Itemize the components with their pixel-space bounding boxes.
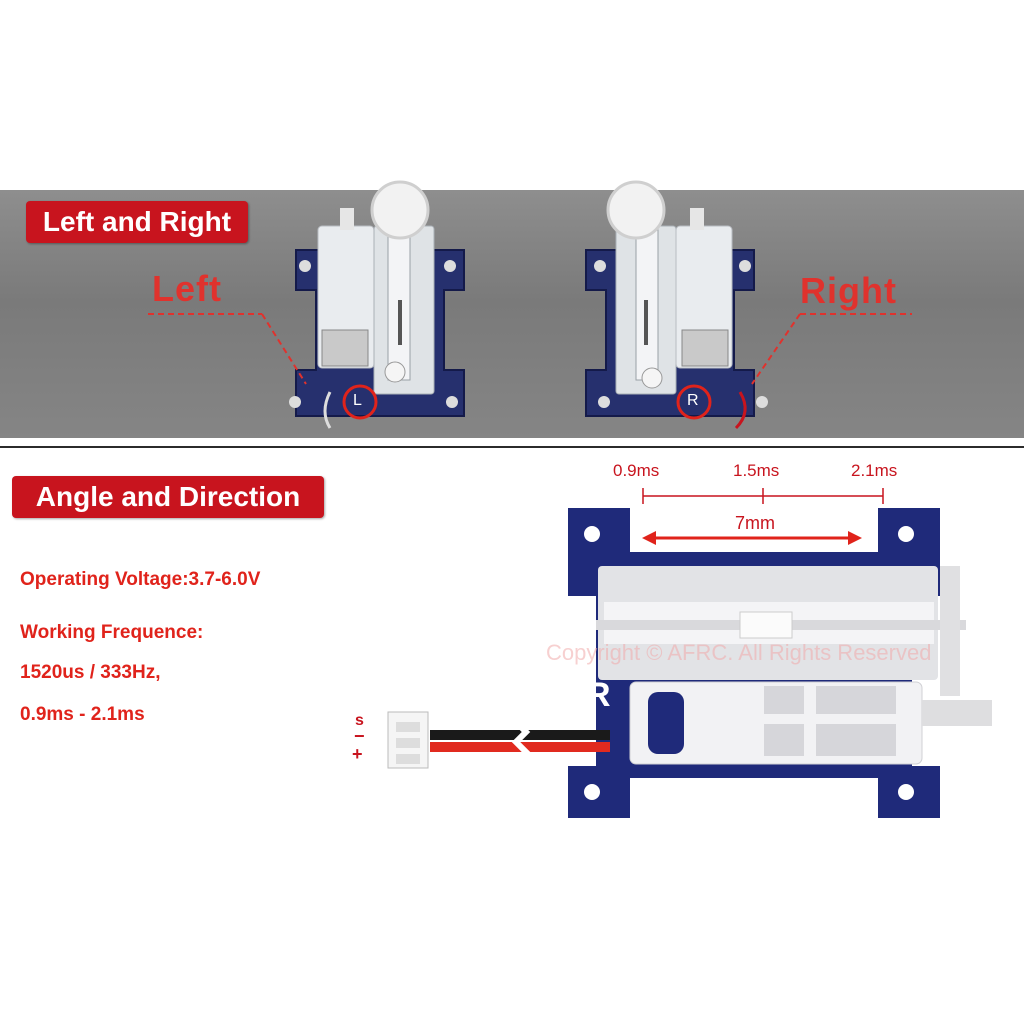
left-servo-image [289, 180, 465, 429]
positive-wire-label: + [352, 744, 363, 764]
copyright-watermark: Copyright © AFRC. All Rights Reserved [546, 640, 932, 665]
signal-wire-label: s [355, 712, 364, 729]
board-marker-text: R [586, 676, 611, 714]
servo-diagram [387, 488, 992, 818]
negative-wire-label: − [354, 726, 365, 746]
left-marker-text: L [353, 392, 362, 409]
left-callout-text: Left [152, 268, 222, 309]
left-callout-line [148, 313, 307, 385]
right-marker-circle [676, 384, 712, 420]
right-marker-text: R [687, 392, 699, 409]
right-callout-line [751, 313, 912, 385]
right-callout-text: Right [800, 270, 897, 311]
section-divider [0, 446, 1024, 448]
spec-pulse-frequency: 1520us / 333Hz, [20, 662, 161, 683]
spec-working-frequence: Working Frequence: [20, 622, 204, 643]
travel-distance-label: 7mm [735, 513, 775, 533]
left-marker-circle [342, 384, 378, 420]
tick-label-0-9ms: 0.9ms [613, 461, 660, 480]
spec-pulse-range: 0.9ms - 2.1ms [20, 704, 145, 725]
spec-operating-voltage: Operating Voltage:3.7-6.0V [20, 569, 261, 590]
left-and-right-label: Left and Right [26, 201, 248, 243]
angle-and-direction-label: Angle and Direction [12, 476, 324, 518]
tick-label-1-5ms: 1.5ms [733, 461, 780, 480]
right-servo-image [585, 180, 768, 430]
tick-label-2-1ms: 2.1ms [851, 461, 898, 480]
